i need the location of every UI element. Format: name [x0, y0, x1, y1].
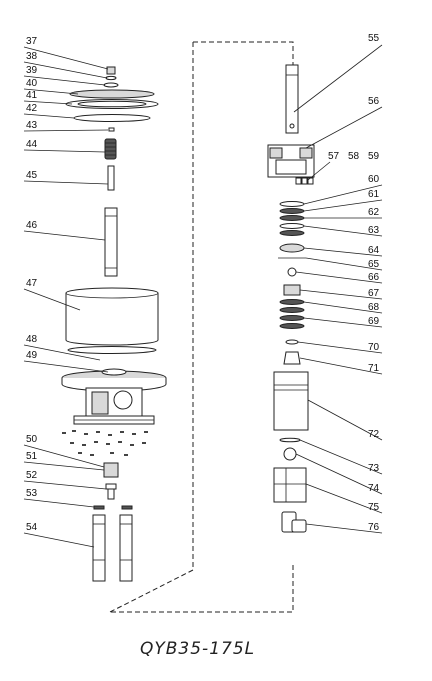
part-47-cylinder [65, 287, 159, 346]
callout-39: 39 [26, 65, 38, 76]
part-76-elbow [281, 511, 307, 533]
part-57-59-fittings [295, 177, 314, 185]
callout-54: 54 [26, 522, 38, 533]
part-45-rod [107, 165, 115, 191]
callout-50: 50 [26, 434, 38, 445]
callout-70: 70 [368, 342, 380, 353]
part-53-key-b [121, 505, 133, 510]
callout-51: 51 [26, 451, 38, 462]
callout-55: 55 [368, 33, 380, 44]
part-60-69-washer-stack [278, 201, 306, 329]
callout-58: 58 [348, 151, 360, 162]
part-53-key-a [93, 505, 105, 510]
callout-75: 75 [368, 502, 380, 513]
callout-44: 44 [26, 139, 38, 150]
part-74-ball [283, 447, 297, 461]
callout-49: 49 [26, 350, 38, 361]
part-72-sleeve [273, 371, 309, 431]
callout-60: 60 [368, 174, 380, 185]
callout-41: 41 [26, 90, 38, 101]
left-assembly [61, 66, 167, 582]
callout-38: 38 [26, 51, 38, 62]
callout-74: 74 [368, 483, 380, 494]
callout-63: 63 [368, 225, 380, 236]
part-39-washer [103, 82, 119, 88]
part-48-ring [67, 346, 157, 354]
part-43-pin [108, 127, 115, 132]
callout-45: 45 [26, 170, 38, 181]
left-leader-lines [23, 46, 109, 548]
callout-46: 46 [26, 220, 38, 231]
callout-40: 40 [26, 78, 38, 89]
callout-71: 71 [368, 363, 380, 374]
callout-42: 42 [26, 103, 38, 114]
part-54-shafts [92, 514, 133, 582]
callout-59: 59 [368, 151, 380, 162]
connector-top-dashed [193, 41, 294, 65]
callout-47: 47 [26, 278, 38, 289]
part-52-bolt [105, 483, 117, 500]
part-55-rod [285, 64, 299, 134]
part-71-nozzle [283, 351, 301, 365]
part-56-housing [267, 144, 315, 178]
callout-52: 52 [26, 470, 38, 481]
part-pump-body [73, 387, 155, 425]
part-38-washer [105, 75, 117, 81]
connector-bottom-dashed [110, 565, 294, 613]
right-leader-lines [293, 44, 383, 534]
part-41-inner [77, 100, 147, 108]
callout-57: 57 [328, 151, 340, 162]
right-callout-labels: 55 56 57 58 59 60 61 62 63 64 65 66 67 6… [328, 33, 380, 533]
callout-37: 37 [26, 36, 38, 47]
callout-67: 67 [368, 288, 380, 299]
part-46-shaft [104, 207, 118, 277]
callout-53: 53 [26, 488, 38, 499]
callout-72: 72 [368, 429, 380, 440]
callout-68: 68 [368, 302, 380, 313]
part-small-fasteners [62, 430, 148, 456]
callout-65: 65 [368, 259, 380, 270]
callout-76: 76 [368, 522, 380, 533]
left-callout-labels: 37 38 39 40 41 42 43 44 45 46 47 48 49 5… [26, 36, 38, 533]
part-70-ring [285, 339, 299, 345]
part-44-spring [104, 138, 117, 160]
callout-61: 61 [368, 189, 380, 200]
callout-48: 48 [26, 334, 38, 345]
callout-69: 69 [368, 316, 380, 327]
connector-left-dashed [109, 42, 194, 613]
callout-73: 73 [368, 463, 380, 474]
right-assembly [267, 64, 315, 533]
callout-62: 62 [368, 207, 380, 218]
part-42-ring [73, 114, 151, 122]
part-75-nut [273, 467, 307, 503]
model-label: QYB35-175L [140, 639, 255, 659]
callout-66: 66 [368, 272, 380, 283]
part-73-ring [279, 437, 301, 443]
callout-43: 43 [26, 120, 38, 131]
callout-64: 64 [368, 245, 380, 256]
part-51-coupling [103, 462, 119, 478]
callout-56: 56 [368, 96, 380, 107]
part-37-nut [106, 66, 116, 75]
part-40-disc [69, 89, 155, 99]
